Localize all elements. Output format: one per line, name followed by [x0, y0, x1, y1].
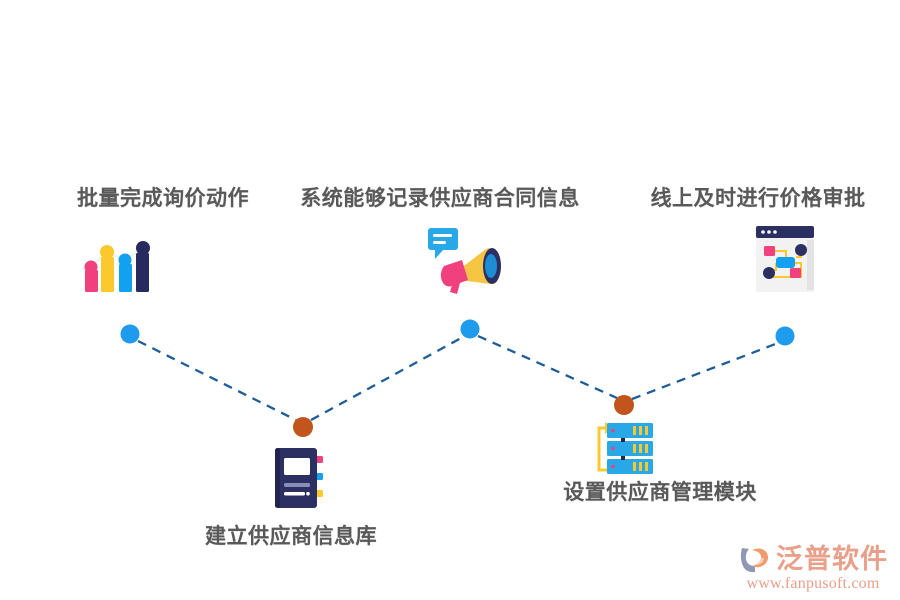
milestone-dot-m1[interactable] [120, 324, 140, 344]
milestone-dot-m5[interactable] [775, 326, 795, 346]
brand-name: 泛普软件 [776, 543, 888, 575]
connector-path-group [137, 334, 779, 422]
brand-url: www.fanpusoft.com [746, 575, 880, 592]
browser-flowchart-icon [754, 224, 816, 298]
fanpu-logo-icon [740, 548, 768, 573]
bar-chart-icon-svg [84, 241, 150, 292]
server-rack-icon [591, 420, 657, 484]
caption-m1: 批量完成询价动作 [77, 186, 249, 210]
speech-bubble-icon [428, 228, 458, 259]
megaphone-bell [440, 248, 501, 294]
connector-m2-m3 [310, 335, 464, 422]
caption-m4: 设置供应商管理模块 [563, 480, 757, 504]
brand-row: 泛普软件 [738, 544, 888, 574]
caption-m2: 建立供应商信息库 [205, 524, 377, 548]
connector-m3-m4 [477, 334, 618, 400]
brand-logo[interactable]: 泛普软件 www.fanpusoft.com [738, 544, 888, 592]
connector-m4-m5 [631, 341, 779, 401]
notebook-icon-svg [275, 448, 323, 508]
caption-m5: 线上及时进行价格审批 [650, 186, 866, 210]
megaphone-icon [426, 226, 506, 298]
milestone-dot-m4[interactable] [614, 395, 634, 415]
connector-m1-m2 [137, 339, 297, 422]
milestone-dot-m2[interactable] [293, 417, 313, 437]
browser-flowchart-icon-svg [756, 226, 814, 292]
server-rack-icon-svg [597, 422, 653, 474]
notebook-icon [271, 442, 331, 518]
caption-m3: 系统能够记录供应商合同信息 [300, 186, 580, 210]
bar-chart-icon [80, 237, 156, 299]
megaphone-icon-svg [428, 228, 501, 294]
milestone-dot-m3[interactable] [460, 319, 480, 339]
